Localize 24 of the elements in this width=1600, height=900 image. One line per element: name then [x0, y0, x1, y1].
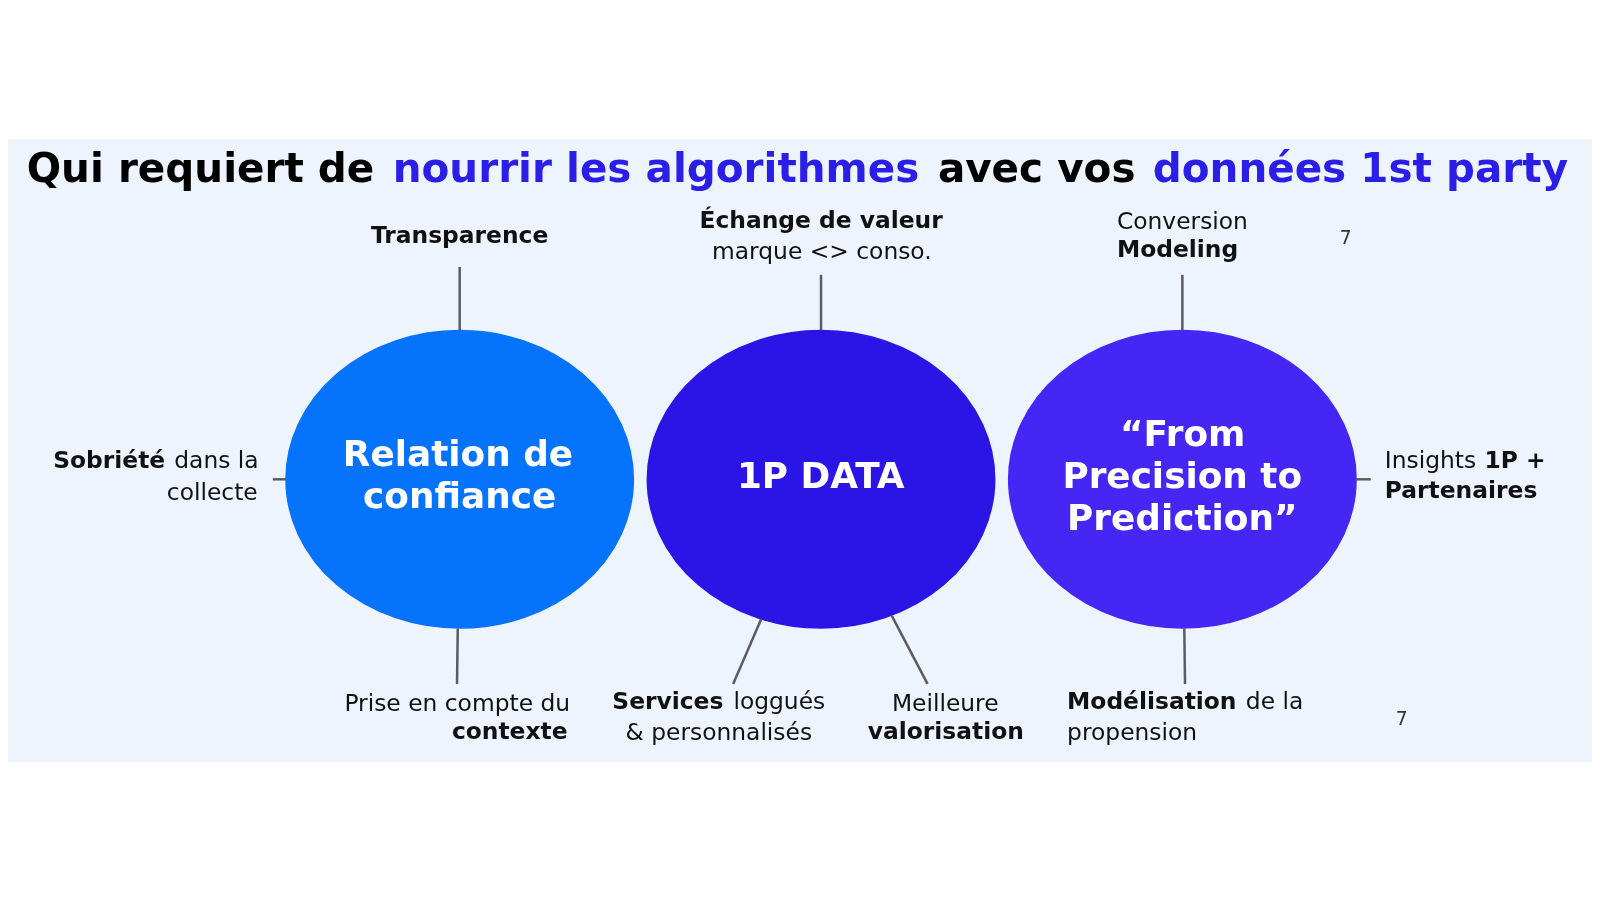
node-ellipse: 1P DATA — [646, 329, 996, 629]
node-text: Transparence — [370, 220, 549, 249]
node-text: Conversion Modeling — [1116, 206, 1248, 263]
node-text: Meilleure valorisation — [867, 688, 1024, 745]
connector — [1183, 628, 1187, 684]
node-text: Échange de valeur marque <> conso. — [699, 205, 943, 265]
node-ellipse: Relation de confiance — [285, 329, 635, 629]
connector — [819, 274, 823, 330]
node-text: Insights 1P + Partenaires — [1384, 445, 1546, 504]
label: 7 — [1395, 707, 1408, 729]
diagram-title: Qui requiert de nourrir les algorithmes avec vos données 1st party — [26, 143, 1569, 192]
connector — [458, 266, 461, 330]
connector — [1181, 274, 1184, 330]
node-ellipse: “From Precision to Prediction” — [1007, 329, 1357, 629]
connector — [1356, 477, 1371, 481]
connector — [455, 628, 459, 684]
connector — [732, 618, 763, 684]
connector — [272, 477, 286, 481]
connector — [890, 614, 929, 684]
node-text: Prise en compte du contexte — [344, 688, 571, 745]
label: 7 — [1339, 226, 1352, 248]
node-text: Modélisation de la propension — [1067, 686, 1304, 746]
node-text: Sobriété dans la collecte — [53, 445, 259, 506]
node-text: Services loggués & personnalisés — [612, 686, 826, 746]
